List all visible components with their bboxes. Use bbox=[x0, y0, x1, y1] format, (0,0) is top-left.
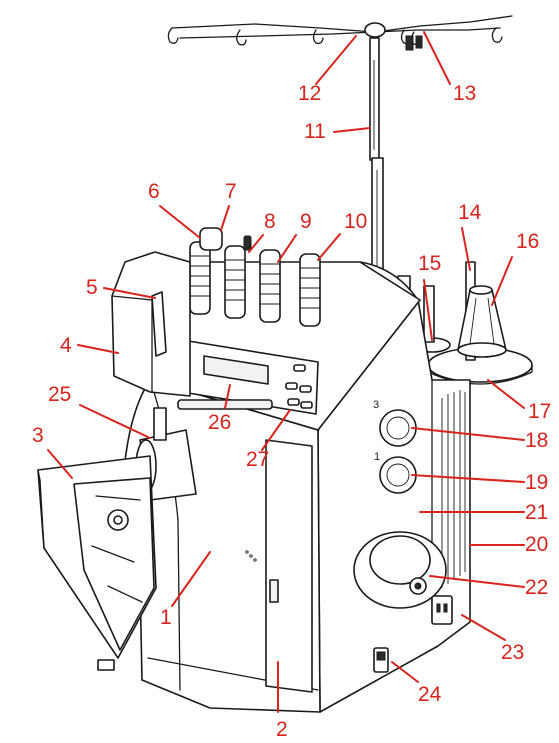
leader-line-10 bbox=[317, 233, 341, 261]
callout-26: 26 bbox=[208, 411, 231, 434]
callout-9: 9 bbox=[300, 210, 312, 233]
leader-line-1 bbox=[171, 551, 211, 607]
leader-line-9 bbox=[277, 234, 297, 263]
callout-11: 11 bbox=[304, 120, 326, 143]
callout-leaders bbox=[47, 31, 525, 713]
leader-line-25 bbox=[79, 404, 151, 439]
callout-3: 3 bbox=[32, 424, 44, 447]
callout-8: 8 bbox=[264, 210, 276, 233]
power-socket bbox=[431, 595, 453, 625]
leader-line-23 bbox=[461, 614, 506, 641]
callout-27: 27 bbox=[246, 448, 269, 471]
tension-knob-top bbox=[199, 227, 252, 251]
leader-line-14 bbox=[461, 227, 471, 271]
callout-21: 21 bbox=[525, 501, 548, 524]
callout-13: 13 bbox=[453, 82, 476, 105]
leader-line-4 bbox=[77, 344, 119, 354]
callout-24: 24 bbox=[418, 683, 442, 706]
callout-19: 19 bbox=[525, 471, 548, 494]
callout-16: 16 bbox=[516, 230, 539, 253]
spool-cap bbox=[457, 285, 507, 358]
callout-15: 15 bbox=[418, 252, 441, 275]
leader-line-12 bbox=[315, 35, 357, 85]
callout-2: 2 bbox=[276, 718, 288, 741]
leader-line-24 bbox=[391, 661, 419, 683]
leader-line-16 bbox=[491, 256, 513, 306]
power-switch bbox=[373, 647, 389, 673]
leader-line-7 bbox=[220, 205, 230, 231]
callout-22: 22 bbox=[525, 576, 548, 599]
callout-25: 25 bbox=[48, 383, 71, 406]
leader-line-17 bbox=[487, 379, 525, 409]
leader-line-15 bbox=[423, 279, 433, 341]
callout-7: 7 bbox=[225, 180, 237, 203]
callout-17: 17 bbox=[528, 400, 551, 423]
callout-23: 23 bbox=[501, 641, 524, 664]
leader-line-26 bbox=[224, 384, 231, 409]
callout-18: 18 bbox=[525, 429, 548, 452]
leader-line-6 bbox=[159, 205, 201, 239]
leader-line-3 bbox=[47, 449, 73, 479]
front-looper-cover bbox=[111, 251, 191, 397]
callout-10: 10 bbox=[344, 210, 367, 233]
callout-12: 12 bbox=[298, 82, 321, 105]
leader-line-13 bbox=[423, 31, 451, 85]
callout-1: 1 bbox=[160, 606, 172, 629]
handwheel bbox=[353, 531, 447, 609]
thread-take-up bbox=[151, 291, 167, 357]
callout-6: 6 bbox=[148, 180, 160, 203]
front-door-latch bbox=[265, 439, 313, 693]
svg-text:1: 1 bbox=[374, 451, 380, 463]
lower-mechanism bbox=[73, 477, 155, 671]
leader-line-22 bbox=[429, 575, 525, 588]
leader-line-18 bbox=[411, 427, 525, 441]
side-vents bbox=[441, 390, 466, 588]
leader-line-27 bbox=[261, 409, 291, 451]
thread-guide-antenna bbox=[167, 15, 513, 51]
callout-20: 20 bbox=[525, 533, 548, 556]
callout-14: 14 bbox=[458, 201, 482, 224]
leader-line-11 bbox=[333, 127, 371, 133]
callout-labels: 1 2 3 4 5 6 7 8 9 10 11 12 13 14 15 16 1… bbox=[32, 82, 551, 741]
svg-text:3: 3 bbox=[373, 399, 379, 411]
leader-line-19 bbox=[411, 474, 525, 483]
callout-4: 4 bbox=[60, 334, 72, 357]
callout-5: 5 bbox=[86, 276, 98, 299]
thread-stand bbox=[369, 37, 384, 299]
leader-line-8 bbox=[248, 234, 264, 253]
leader-line-5 bbox=[103, 287, 156, 299]
